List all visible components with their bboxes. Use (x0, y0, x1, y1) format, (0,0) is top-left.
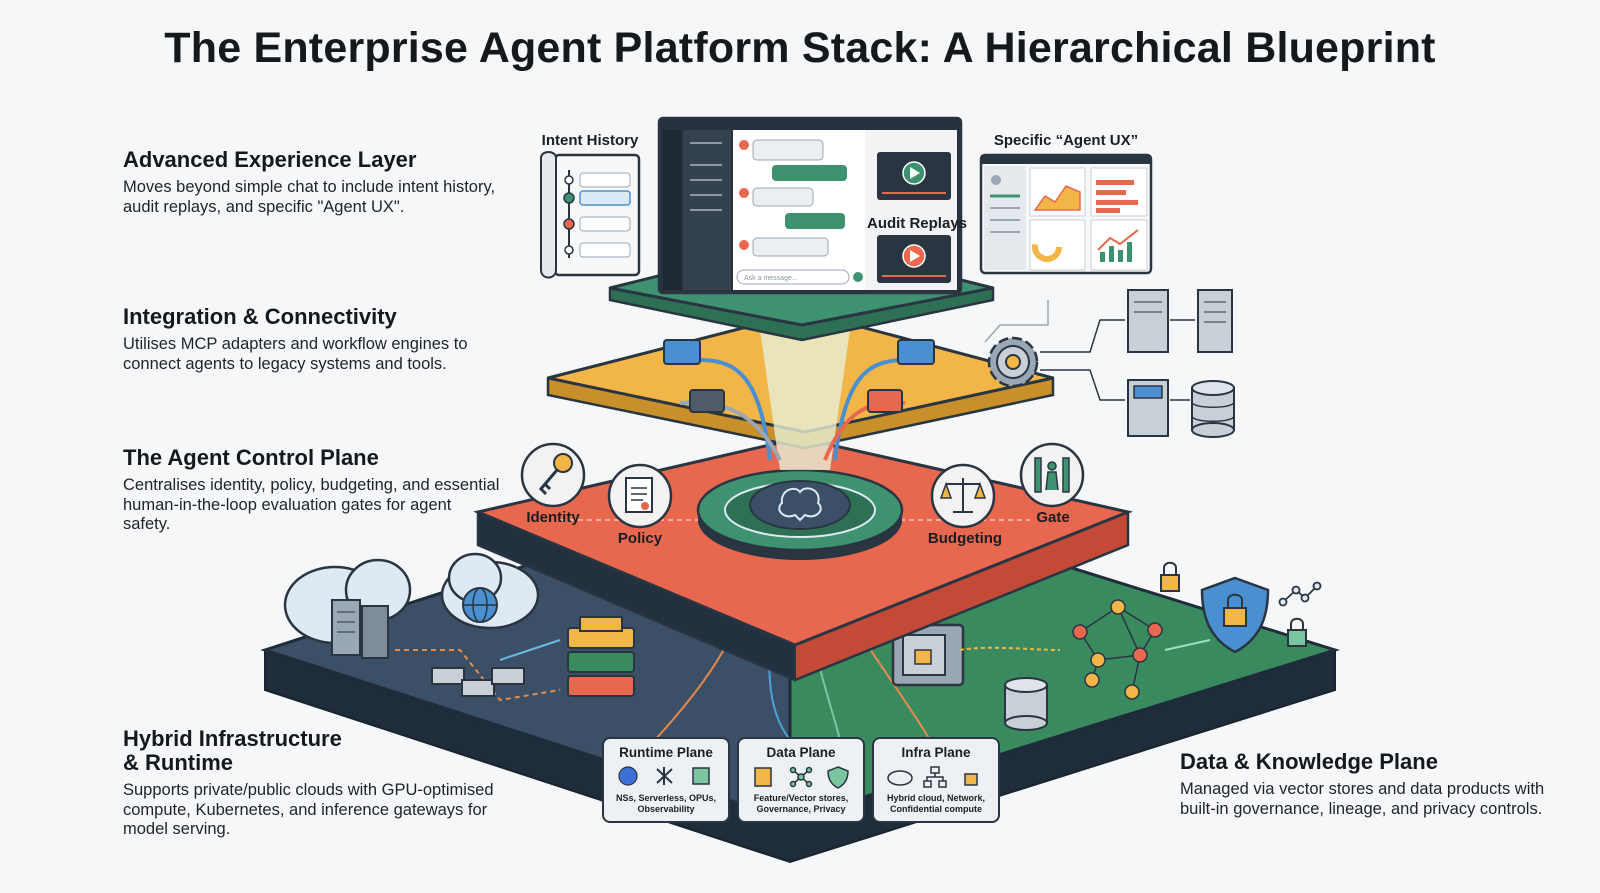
bar-list-icon (1096, 180, 1138, 213)
infrastructure-heading-line1: Hybrid Infrastructure (123, 726, 342, 751)
policy-icon (607, 463, 673, 529)
gpu-stack-icon (567, 616, 635, 697)
runtime-plane-title: Runtime Plane (619, 745, 713, 760)
video-player-bottom (877, 235, 951, 283)
runtime-plane-line2: Observability (637, 804, 694, 814)
server-tower-icon (1127, 289, 1233, 353)
cloud-small-icon (887, 770, 913, 786)
experience-layer-heading: Advanced Experience Layer (123, 147, 417, 172)
plane-boxes: Runtime Plane NSs, Serverless, OPUs, Obs… (602, 737, 1000, 823)
control-plane-heading: The Agent Control Plane (123, 445, 379, 470)
infrastructure-heading-line2: & Runtime (123, 750, 233, 775)
video-player-top (877, 152, 951, 200)
infra-plane-line1: Hybrid cloud, Network, (887, 793, 985, 803)
budgeting-label: Budgeting (928, 530, 1002, 547)
play-icon (910, 167, 920, 179)
integration-layer-heading: Integration & Connectivity (123, 304, 397, 329)
lock-icon (1160, 561, 1180, 592)
runtime-plane-line1: NSs, Serverless, OPUs, (616, 793, 716, 803)
legacy-server-icon (1127, 379, 1169, 437)
chip-icon (692, 767, 710, 785)
infra-plane-line2: Confidential compute (890, 804, 982, 814)
kubernetes-icon (618, 766, 638, 786)
legacy-connectors (984, 300, 1195, 401)
growth-chart-icon (1097, 229, 1139, 262)
gate-icon (1019, 442, 1085, 508)
data-plane-heading: Data & Knowledge Plane (1180, 749, 1438, 774)
intent-history-label: Intent History (542, 132, 639, 149)
integration-layer-text: Integration & Connectivity Utilises MCP … (123, 305, 503, 374)
gate-label: Gate (1036, 509, 1069, 526)
experience-layer-text: Advanced Experience Layer Moves beyond s… (123, 148, 503, 217)
control-plane-description: Centralises identity, policy, budgeting,… (123, 476, 500, 533)
runtime-plane-box: Runtime Plane NSs, Serverless, OPUs, Obs… (602, 737, 730, 823)
database-icon (1004, 677, 1048, 731)
flow-icon (656, 767, 673, 785)
hierarchy-icon (923, 766, 947, 788)
identity-icon (520, 442, 586, 508)
database-stack-icon (1191, 380, 1235, 438)
data-plane-title: Data Plane (766, 745, 836, 760)
lock-small-icon (964, 773, 978, 786)
connector-blue-right-icon (897, 339, 935, 365)
brain-icon (778, 487, 822, 522)
network-icon (789, 766, 813, 788)
agent-ux-label: Specific “Agent UX” (994, 132, 1138, 149)
donut-chart-icon (1032, 232, 1062, 262)
cloud-server-icon (283, 558, 412, 659)
infra-plane-title: Infra Plane (901, 745, 971, 760)
connector-red-right-icon (867, 389, 903, 413)
identity-label: Identity (526, 509, 580, 526)
play-icon-red (910, 250, 920, 262)
audit-replays-label: Audit Replays (867, 215, 967, 232)
shield-small-icon (827, 766, 849, 789)
integration-layer-description: Utilises MCP adapters and workflow engin… (123, 335, 468, 373)
shield-lock-icon (1200, 576, 1270, 654)
area-chart-icon (1033, 185, 1081, 211)
vault-icon (891, 623, 965, 687)
cloud-globe-icon (440, 552, 540, 630)
chat-input-placeholder: Ask a message... (744, 275, 798, 282)
connector-gray-left-icon (689, 389, 725, 413)
padlock-green-icon (1287, 617, 1307, 647)
intent-history-scroll (540, 151, 641, 279)
control-plane-text: The Agent Control Plane Centralises iden… (123, 446, 503, 535)
infra-plane-box: Infra Plane Hybrid cloud, Network, Confi… (872, 737, 1000, 823)
experience-layer-description: Moves beyond simple chat to include inte… (123, 178, 496, 216)
data-plane-box: Data Plane Feature/Vector stores, Govern… (737, 737, 865, 823)
connector-blue-left-icon (663, 339, 701, 365)
page-title: The Enterprise Agent Platform Stack: A H… (164, 24, 1436, 72)
agent-ux-dashboard (979, 153, 1153, 275)
infrastructure-layer-text: Hybrid Infrastructure & Runtime Supports… (123, 727, 503, 840)
data-plane-description: Managed via vector stores and data produ… (1180, 780, 1545, 818)
integration-layer (546, 310, 1055, 470)
data-plane-line2: Governance, Privacy (756, 804, 845, 814)
budgeting-icon (930, 463, 996, 529)
lineage-icon (1278, 581, 1322, 607)
database-small-icon (754, 767, 772, 787)
knowledge-graph-icon (1072, 599, 1163, 700)
data-plane-line1: Feature/Vector stores, (754, 793, 849, 803)
policy-label: Policy (618, 530, 663, 547)
server-rack-icon (431, 667, 525, 697)
data-plane-text: Data & Knowledge Plane Managed via vecto… (1180, 750, 1560, 819)
infrastructure-description: Supports private/public clouds with GPU-… (123, 781, 494, 838)
gear-icon (987, 336, 1039, 388)
